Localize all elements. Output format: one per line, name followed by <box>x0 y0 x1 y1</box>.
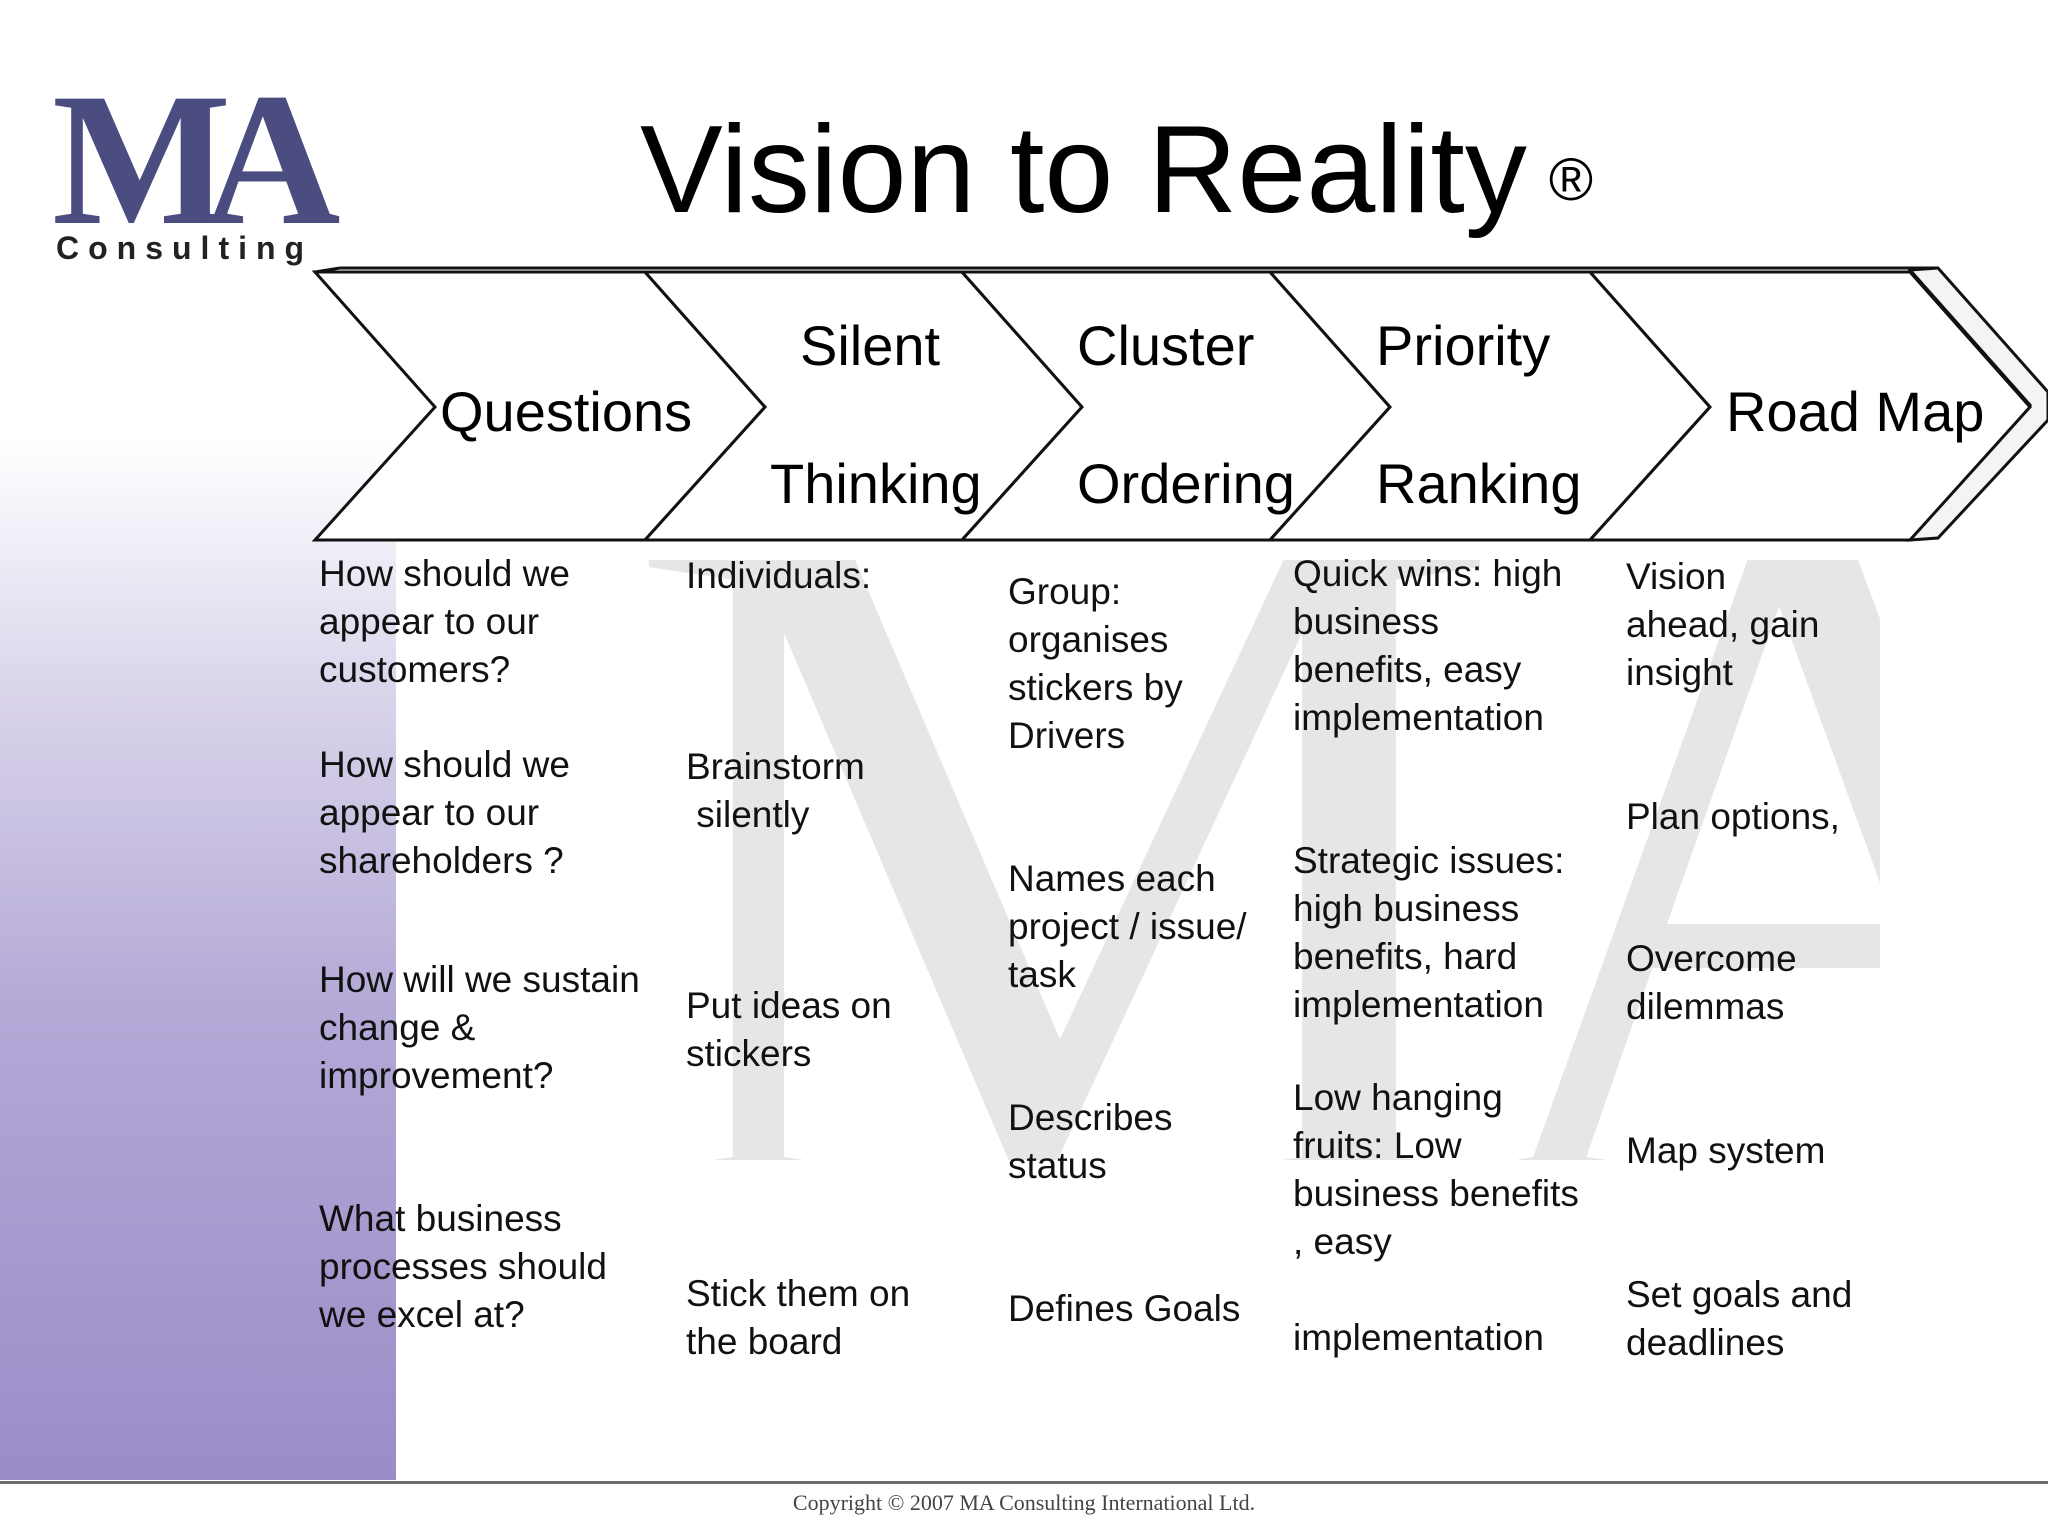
chevron-5 <box>1586 270 2033 542</box>
text-line: benefits, easy <box>1293 649 1522 690</box>
step-item: Brainstorm silently <box>686 743 865 839</box>
text-line: Describes <box>1008 1097 1173 1138</box>
text-line: stickers <box>686 1033 812 1074</box>
text-line: Stick them on <box>686 1273 911 1314</box>
text-line: task <box>1008 954 1076 995</box>
text-line: status <box>1008 1145 1107 1186</box>
text-line: customers? <box>319 649 511 690</box>
step-item: Describes status <box>1008 1094 1173 1190</box>
text-line: benefits, hard <box>1293 936 1518 977</box>
text-line: dilemmas <box>1626 986 1785 1027</box>
stage-roadmap-label: Road Map <box>1726 380 1985 443</box>
step-item: Defines Goals <box>1008 1285 1240 1333</box>
logo-subtitle: Consulting <box>56 230 314 266</box>
question-item: How should we appear to our customers? <box>319 550 570 694</box>
text-line: implementation <box>1293 1317 1544 1358</box>
stage-silent-line1: Silent <box>800 314 941 377</box>
text-line: shareholders ? <box>319 840 564 881</box>
text-line: Vision <box>1626 556 1727 597</box>
text-line: How should we <box>319 744 570 785</box>
text-line: What business <box>319 1198 562 1239</box>
slide-title-text: Vision to Reality <box>640 101 1527 239</box>
logo-mark: MA <box>52 55 341 265</box>
text-line: improvement? <box>319 1055 554 1096</box>
registered-mark: ® <box>1548 146 1594 213</box>
text-line: silently <box>686 794 810 835</box>
step-item: Low hanging fruits: Low business benefit… <box>1293 1074 1579 1266</box>
ma-consulting-logo: MA Consulting <box>52 55 362 270</box>
text-line: processes should <box>319 1246 607 1287</box>
left-gradient-band <box>0 440 396 1480</box>
text-line: business <box>1293 601 1440 642</box>
stage-cluster-line2: Ordering <box>1077 452 1295 515</box>
text-line: How should we <box>319 553 570 594</box>
text-line: deadlines <box>1626 1322 1785 1363</box>
text-line: stickers by <box>1008 667 1183 708</box>
step-item: Individuals: <box>686 552 871 600</box>
step-item: Quick wins: high business benefits, easy… <box>1293 550 1562 742</box>
text-line: Quick wins: high <box>1293 553 1563 594</box>
stage-silent-line2: Thinking <box>770 452 982 515</box>
step-item: Set goals and deadlines <box>1626 1271 1852 1367</box>
step-item: Strategic issues: high business benefits… <box>1293 837 1564 1029</box>
text-line: Map system <box>1626 1130 1826 1171</box>
stage-questions-label: Questions <box>440 380 693 443</box>
text-line: Low hanging <box>1293 1077 1503 1118</box>
text-line: Names each <box>1008 858 1216 899</box>
text-line: Set goals and <box>1626 1274 1853 1315</box>
text-line: project / issue/ <box>1008 906 1247 947</box>
text-line: organises <box>1008 619 1169 660</box>
step-item: Stick them on the board <box>686 1270 910 1366</box>
text-line: change & <box>319 1007 476 1048</box>
question-item: What business processes should we excel … <box>319 1195 607 1339</box>
text-line: insight <box>1626 652 1733 693</box>
text-line: Put ideas on <box>686 985 892 1026</box>
text-line: , easy <box>1293 1221 1392 1262</box>
text-line: How will we sustain <box>319 959 640 1000</box>
text-line: appear to our <box>319 792 540 833</box>
text-line: implementation <box>1293 984 1544 1025</box>
slide-title: Vision to Reality ® <box>640 100 1593 240</box>
stage-priority-line2: Ranking <box>1376 452 1582 515</box>
footer-divider <box>0 1481 2048 1484</box>
stage-priority-line1: Priority <box>1376 314 1551 377</box>
step-item: Map system <box>1626 1127 1825 1175</box>
text-line: business benefits <box>1293 1173 1579 1214</box>
text-line: Drivers <box>1008 715 1126 756</box>
step-item: Vision ahead, gain insight <box>1626 553 1819 697</box>
copyright-footer: Copyright © 2007 MA Consulting Internati… <box>792 1490 1256 1515</box>
text-line: Plan options, <box>1626 796 1840 837</box>
step-item: Names each project / issue/ task <box>1008 855 1247 999</box>
step-item: implementation <box>1293 1314 1544 1362</box>
text-line: ahead, gain <box>1626 604 1820 645</box>
text-line: Brainstorm <box>686 746 865 787</box>
text-line: we excel at? <box>319 1294 525 1335</box>
ma-watermark: MA <box>620 560 1880 1160</box>
text-line: appear to our <box>319 601 540 642</box>
step-item: Put ideas on stickers <box>686 982 892 1078</box>
step-item: Plan options, <box>1626 793 1840 841</box>
question-item: How should we appear to our shareholders… <box>319 741 570 885</box>
text-line: implementation <box>1293 697 1544 738</box>
text-line: fruits: Low <box>1293 1125 1462 1166</box>
text-line: Group: <box>1008 571 1122 612</box>
text-line: Strategic issues: <box>1293 840 1565 881</box>
question-item: How will we sustain change & improvement… <box>319 956 640 1100</box>
text-line: high business <box>1293 888 1520 929</box>
text-line: Overcome <box>1626 938 1797 979</box>
text-line: Individuals: <box>686 555 872 596</box>
step-item: Overcome dilemmas <box>1626 935 1797 1031</box>
step-item: Group: organises stickers by Drivers <box>1008 568 1183 760</box>
stage-cluster-line1: Cluster <box>1077 314 1255 377</box>
text-line: Defines Goals <box>1008 1288 1241 1329</box>
text-line: the board <box>686 1321 843 1362</box>
